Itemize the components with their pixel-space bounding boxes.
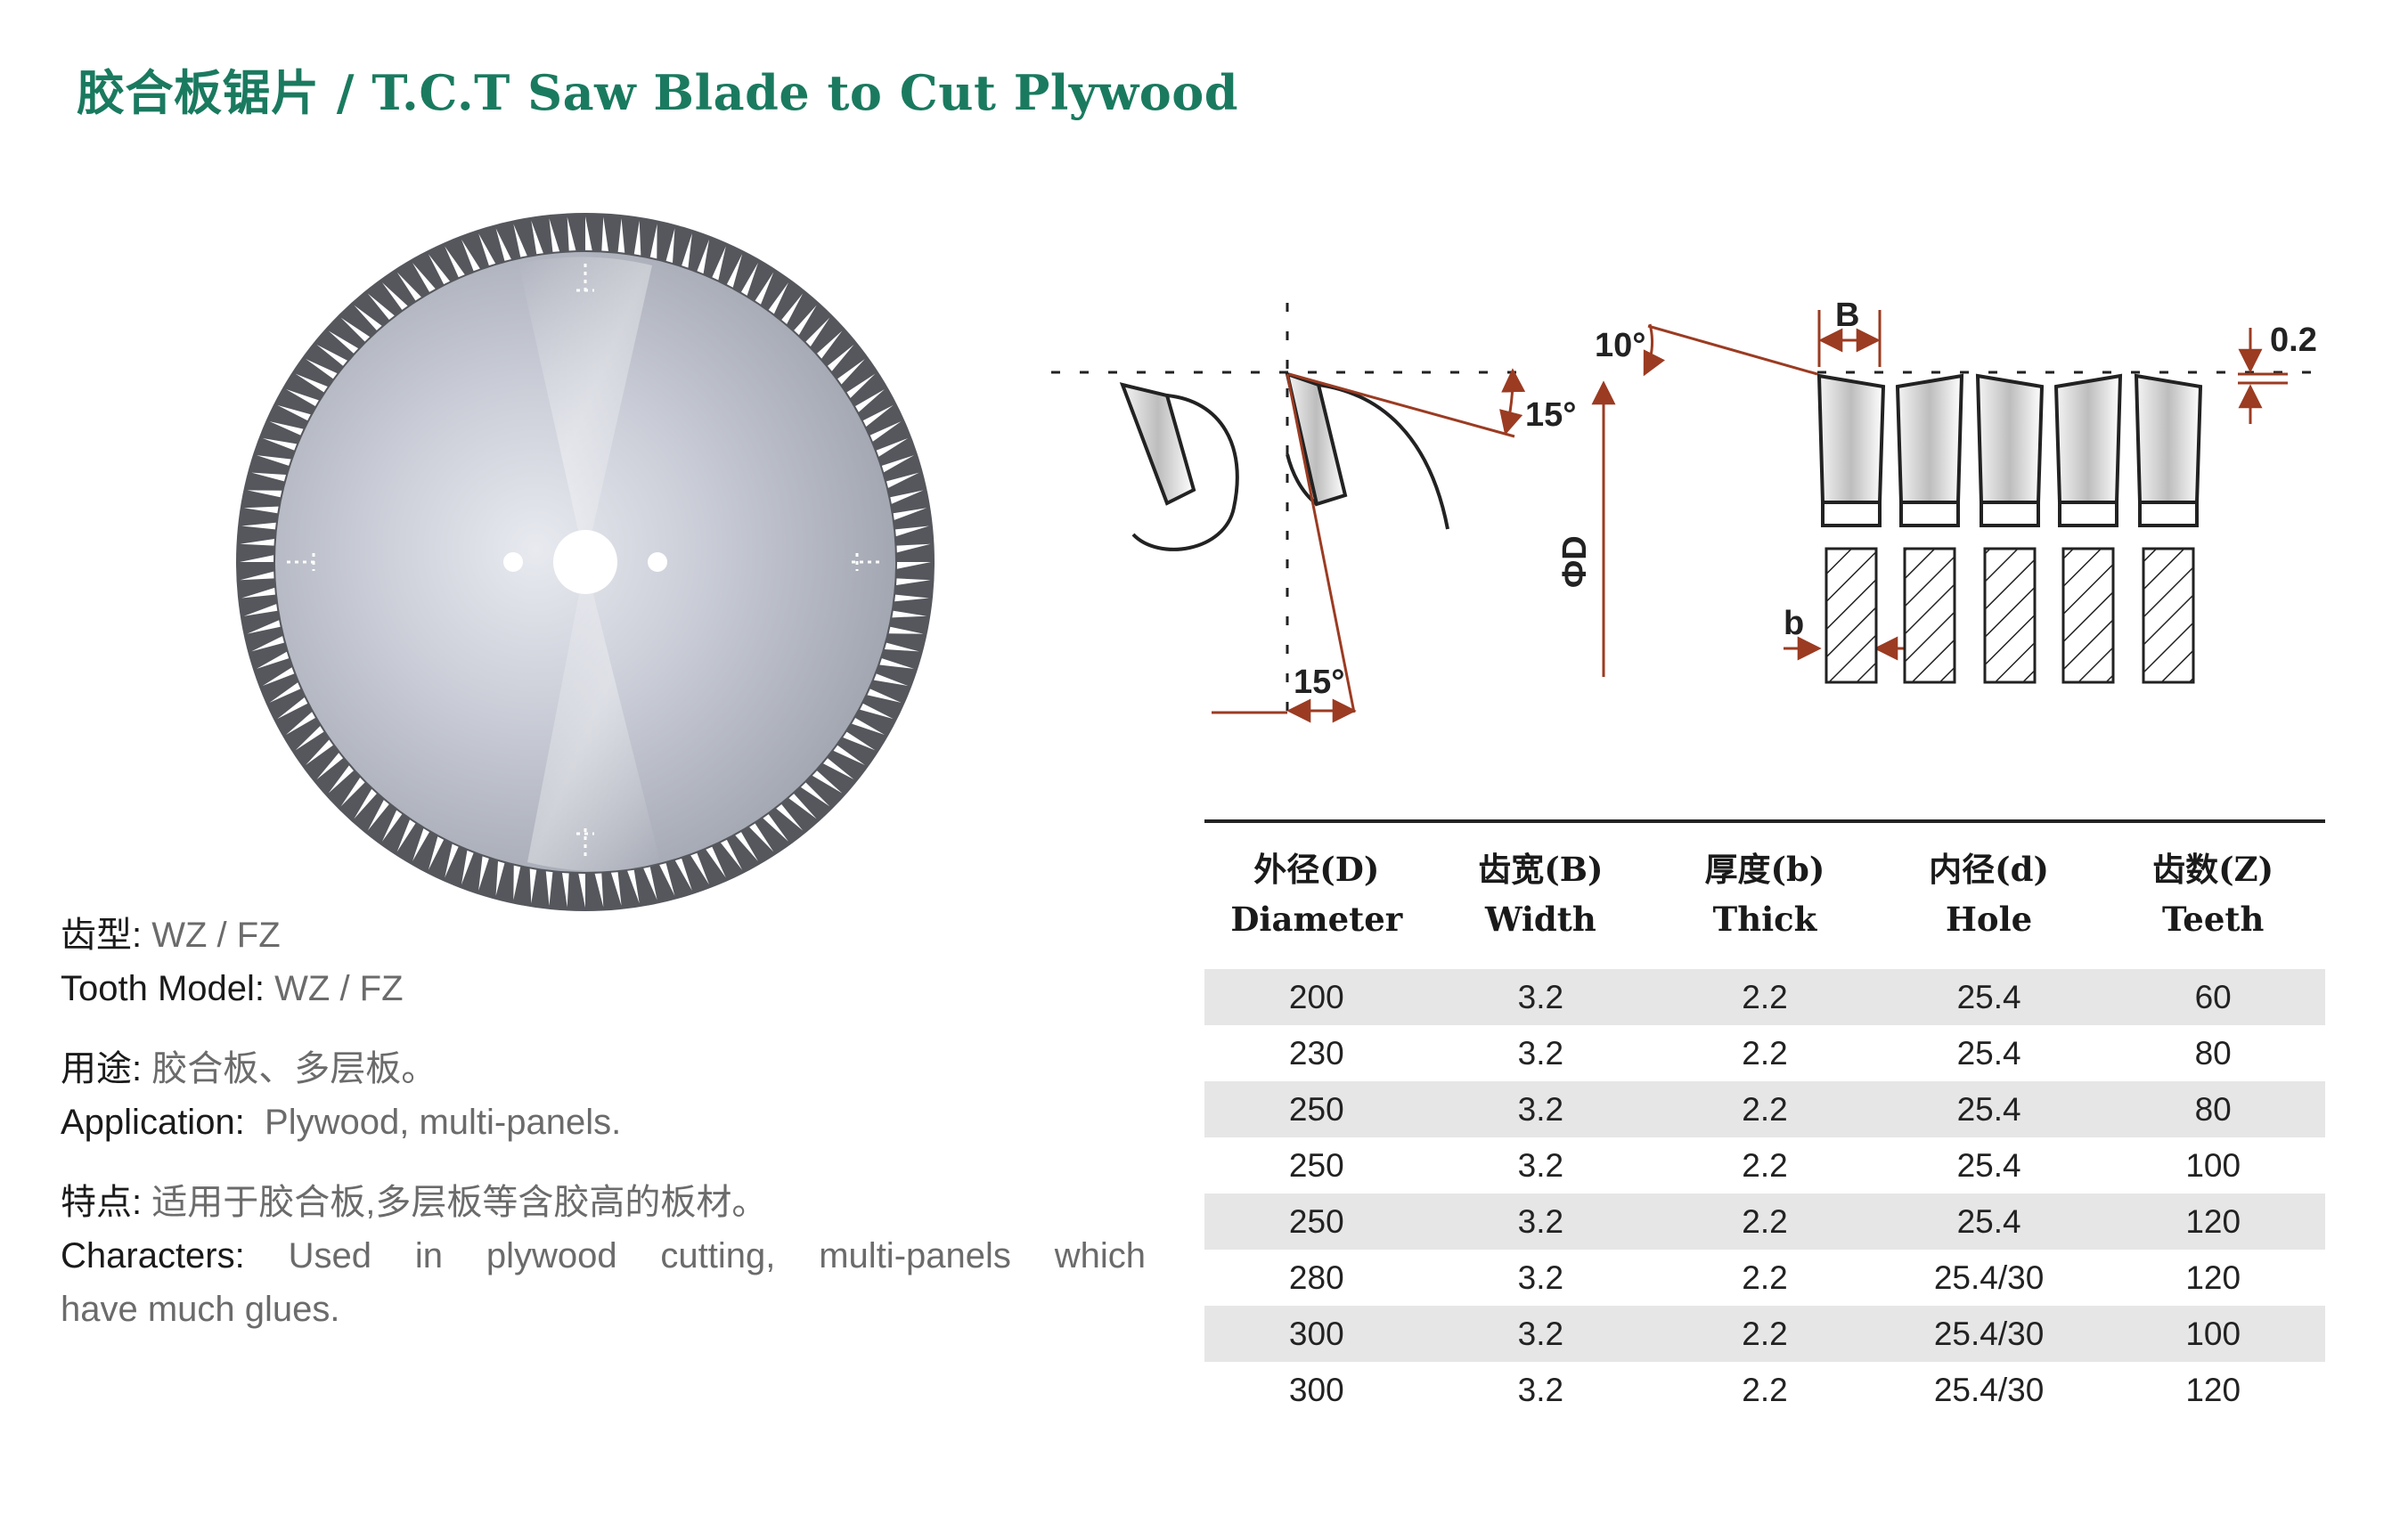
- offset-label: 0.2: [2270, 322, 2317, 359]
- header-hole: 内径(d)Hole: [1876, 819, 2102, 966]
- characters-en: Characters: Used in plywood cutting, mul…: [61, 1236, 1146, 1275]
- characters-en-continued: have much glues.: [61, 1290, 340, 1329]
- pin-hole-left: [503, 552, 523, 572]
- tooth-model-en: Tooth Model: WZ / FZ: [61, 969, 404, 1008]
- header-thick: 厚度(b)Thick: [1653, 819, 1877, 966]
- specification-table: 外径(D)Diameter 齿宽(B)Width 厚度(b)Thick 内径(d…: [1204, 819, 2325, 1418]
- tooth-geometry-diagram: 15° 15° ΦD 10° B 0.2 b: [1051, 297, 2317, 723]
- table-header-row: 外径(D)Diameter 齿宽(B)Width 厚度(b)Thick 内径(d…: [1204, 819, 2325, 966]
- thickness-label: b: [1784, 605, 1804, 642]
- characters-cn: 特点: 适用于胶合板,多层板等含胶高的板材。: [61, 1183, 768, 1222]
- angle-rake-label: 15°: [1294, 664, 1344, 701]
- angle-top-label: 10°: [1595, 327, 1645, 364]
- application-cn: 用途: 胶合板、多层板。: [61, 1049, 437, 1088]
- diameter-label: ΦD: [1556, 535, 1594, 588]
- angle-clearance-label: 15°: [1525, 396, 1576, 434]
- arbor-hole: [553, 530, 617, 594]
- width-label: B: [1835, 297, 1859, 334]
- tooth-model-cn: 齿型: WZ / FZ: [61, 916, 281, 955]
- product-description: 齿型: WZ / FZ Tooth Model: WZ / FZ 用途: 胶合板…: [61, 909, 1146, 1336]
- header-width: 齿宽(B)Width: [1428, 819, 1653, 966]
- application-en: Application: Plywood, multi-panels.: [61, 1103, 622, 1142]
- tooth-profile-left: [1119, 382, 1239, 551]
- header-diameter: 外径(D)Diameter: [1204, 819, 1429, 966]
- tooth-profile-right: [1285, 371, 1449, 530]
- saw-blade-image: [236, 213, 935, 911]
- tooth-front-view: [1816, 373, 2203, 684]
- page-title: 胶合板锯片 / T.C.T Saw Blade to Cut Plywood: [77, 64, 1239, 121]
- pin-hole-right: [648, 552, 667, 572]
- header-teeth: 齿数(Z)Teeth: [2101, 819, 2325, 966]
- blade-teeth: [240, 216, 931, 908]
